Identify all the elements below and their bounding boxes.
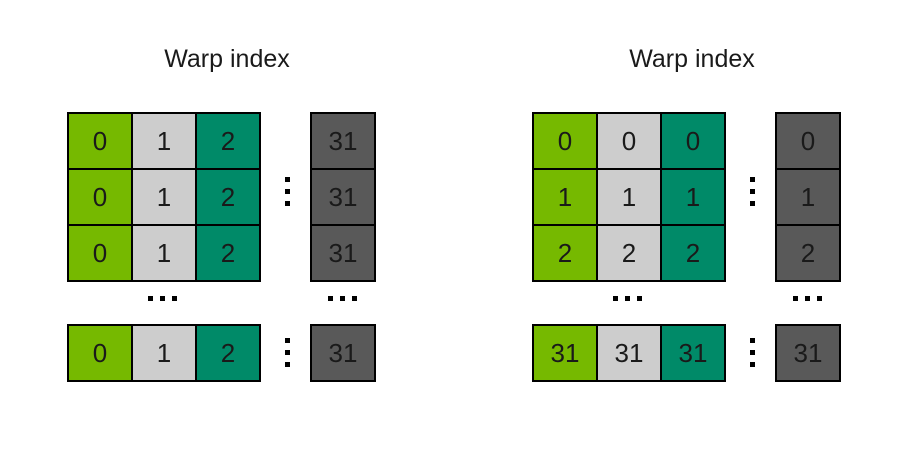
warp-cell: 0 — [69, 170, 131, 224]
warp-cell: 31 — [534, 326, 596, 380]
warp-bottom-side-cell: 31 — [775, 324, 841, 382]
warp-cell: 2 — [662, 226, 724, 280]
horizontal-ellipsis-icon — [148, 296, 177, 301]
horizontal-ellipsis-icon — [613, 296, 642, 301]
warp-cell: 1 — [777, 170, 839, 224]
diagram-title: Warp index — [164, 45, 290, 73]
warp-cell: 1 — [133, 114, 195, 168]
warp-diagram-rowwise: Warp index 0 0 0 1 1 1 2 2 2 0 1 2 31 — [532, 45, 842, 395]
vertical-ellipsis-icon — [750, 177, 755, 206]
warp-cell: 1 — [133, 326, 195, 380]
warp-cell: 0 — [662, 114, 724, 168]
warp-cell: 31 — [312, 114, 374, 168]
warp-cell: 2 — [197, 114, 259, 168]
warp-cell: 2 — [534, 226, 596, 280]
horizontal-ellipsis-icon — [793, 296, 822, 301]
warp-bottom-side-cell: 31 — [310, 324, 376, 382]
vertical-ellipsis-icon — [285, 177, 290, 206]
warp-cell: 0 — [69, 326, 131, 380]
warp-cell: 0 — [777, 114, 839, 168]
warp-cell: 1 — [598, 170, 660, 224]
warp-cell: 2 — [777, 226, 839, 280]
warp-cell: 1 — [534, 170, 596, 224]
warp-cell: 31 — [312, 326, 374, 380]
warp-cell: 0 — [534, 114, 596, 168]
vertical-ellipsis-icon — [750, 338, 755, 367]
warp-cell: 31 — [598, 326, 660, 380]
warp-diagram-columnwise: Warp index 0 1 2 0 1 2 0 1 2 31 31 31 0 — [67, 45, 377, 395]
vertical-ellipsis-icon — [285, 338, 290, 367]
warp-bottom-row: 0 1 2 — [67, 324, 261, 382]
warp-cell: 31 — [312, 226, 374, 280]
warp-grid: 0 0 0 1 1 1 2 2 2 — [532, 112, 726, 282]
warp-cell: 2 — [197, 226, 259, 280]
warp-cell: 0 — [69, 114, 131, 168]
warp-grid: 0 1 2 0 1 2 0 1 2 — [67, 112, 261, 282]
warp-side-column: 0 1 2 — [775, 112, 841, 282]
warp-cell: 1 — [133, 226, 195, 280]
warp-side-column: 31 31 31 — [310, 112, 376, 282]
warp-cell: 2 — [197, 326, 259, 380]
warp-cell: 1 — [662, 170, 724, 224]
warp-cell: 2 — [197, 170, 259, 224]
warp-cell: 0 — [69, 226, 131, 280]
warp-cell: 0 — [598, 114, 660, 168]
warp-cell: 2 — [598, 226, 660, 280]
diagram-title: Warp index — [629, 45, 755, 73]
warp-cell: 31 — [662, 326, 724, 380]
warp-cell: 1 — [133, 170, 195, 224]
warp-cell: 31 — [777, 326, 839, 380]
warp-bottom-row: 31 31 31 — [532, 324, 726, 382]
warp-cell: 31 — [312, 170, 374, 224]
horizontal-ellipsis-icon — [328, 296, 357, 301]
